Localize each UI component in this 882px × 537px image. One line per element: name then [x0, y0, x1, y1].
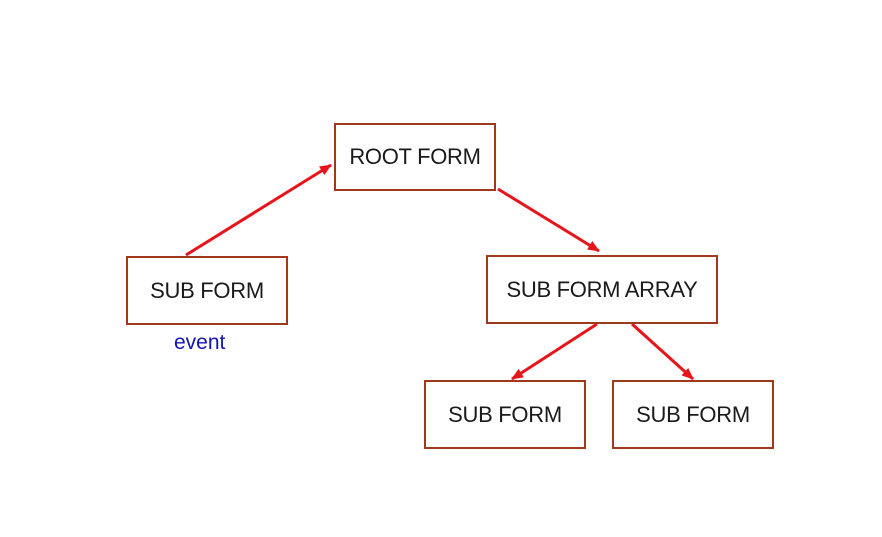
sub-form-array-node[interactable]: SUB FORM ARRAY: [486, 255, 718, 324]
edge-array-to-bottom-right: [630, 322, 695, 381]
sub-form-bottom-right-label: SUB FORM: [636, 401, 750, 427]
event-annotation: event: [174, 331, 226, 354]
sub-form-node-left[interactable]: SUB FORM: [126, 256, 288, 325]
sub-form-node-bottom-left[interactable]: SUB FORM: [424, 380, 586, 449]
root-form-node[interactable]: ROOT FORM: [334, 123, 496, 191]
edge-sub-form-to-root: [185, 163, 332, 257]
sub-form-node-bottom-right[interactable]: SUB FORM: [612, 380, 774, 449]
sub-form-bottom-left-label: SUB FORM: [448, 401, 562, 427]
sub-form-left-label: SUB FORM: [150, 277, 264, 303]
sub-form-array-label: SUB FORM ARRAY: [506, 276, 698, 302]
edge-root-to-sub-form-array: [497, 187, 600, 253]
edge-array-to-bottom-left: [511, 322, 598, 381]
root-form-label: ROOT FORM: [349, 144, 481, 169]
